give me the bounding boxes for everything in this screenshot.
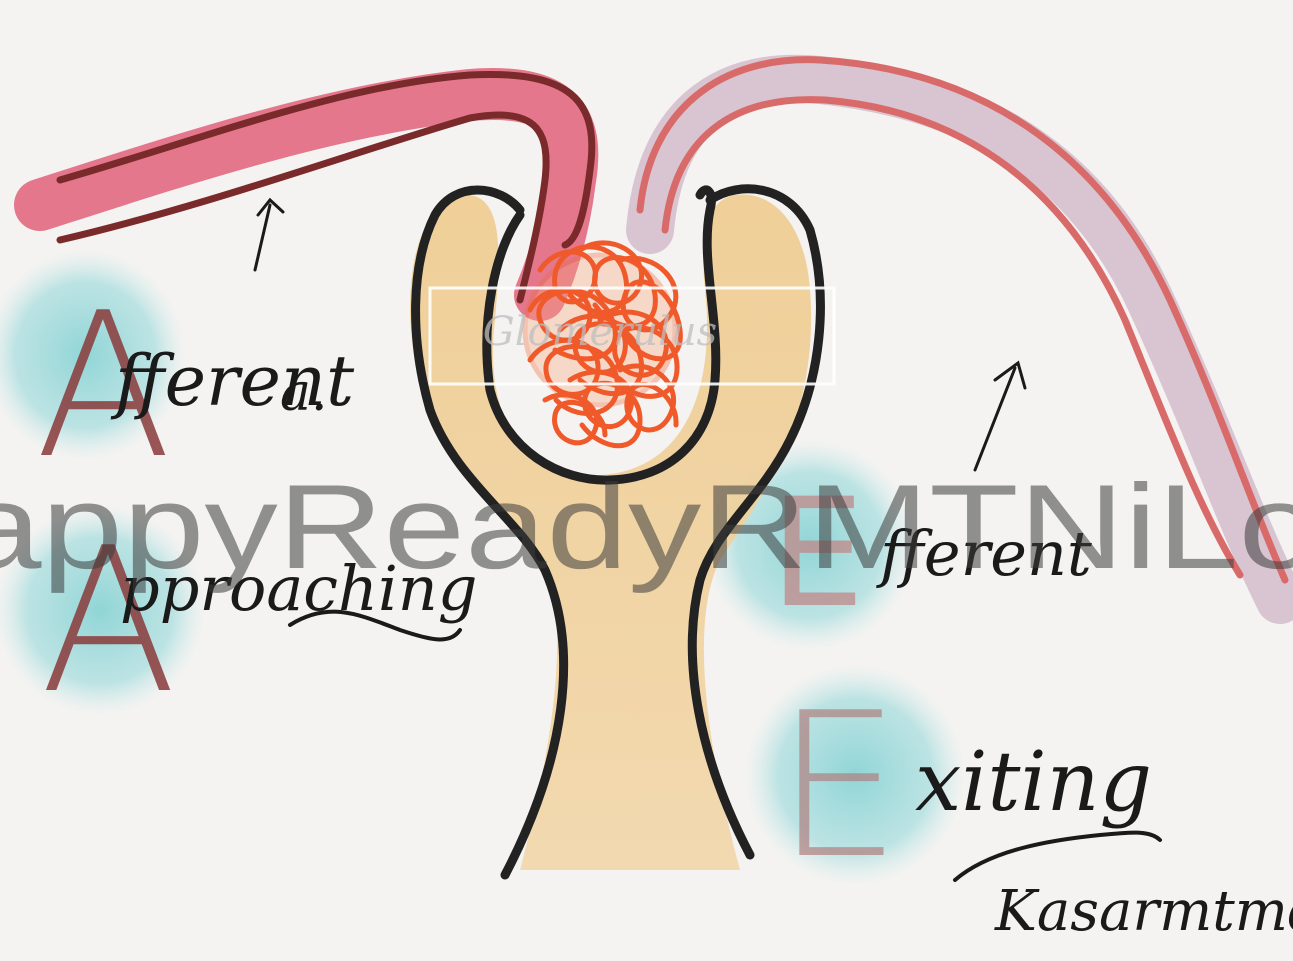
glomerulus-label: Glomerulus (483, 309, 717, 355)
afferent-suffix: a. (280, 363, 328, 423)
arrow-afferent-icon (255, 200, 283, 270)
exiting-underline (955, 833, 1160, 880)
exiting-big-letter: E (775, 670, 901, 903)
exiting-rest: xiting (915, 735, 1152, 830)
watermark: appyReadyRMTNiLo (0, 460, 1293, 594)
signature: Kasarmtmd (994, 879, 1293, 944)
arrow-efferent-icon (975, 363, 1025, 470)
